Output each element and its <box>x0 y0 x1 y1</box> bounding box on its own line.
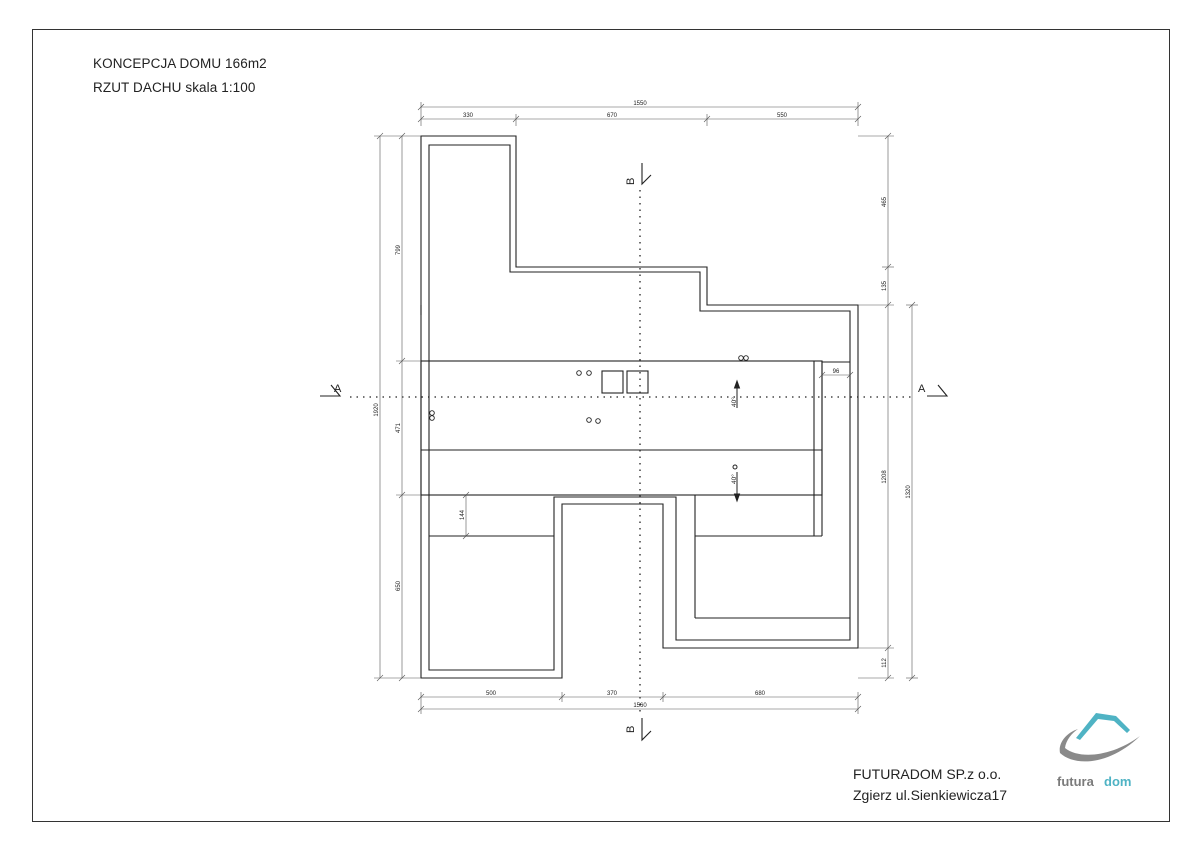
section-a-right-label: A <box>918 383 926 395</box>
section-lines <box>350 190 915 712</box>
section-b-top-marker <box>641 163 652 186</box>
dim-inner-eave: 96 <box>833 369 840 375</box>
dim-bottom-seg2: 370 <box>607 691 618 697</box>
dim-top-seg1: 330 <box>463 113 474 119</box>
slope-arrows <box>732 379 741 503</box>
dim-right-seg3: 1208 <box>882 470 888 484</box>
dim-left-total: 1920 <box>374 403 380 417</box>
sheet-frame <box>32 29 1170 822</box>
dim-bottom-seg3: 680 <box>755 691 766 697</box>
section-b-bottom-label: B <box>625 726 637 733</box>
dim-left-seg1: 799 <box>396 244 402 255</box>
drawing-subtitle: RZUT DACHU skala 1:100 <box>93 80 256 95</box>
dim-top-total: 1550 <box>633 101 647 107</box>
dim-right-total: 1320 <box>906 485 912 499</box>
dim-right-seg2: 135 <box>882 280 888 291</box>
section-a-left-label: A <box>334 383 342 395</box>
section-b-bottom-marker <box>641 718 652 742</box>
logo-roof-icon <box>1076 713 1130 740</box>
futuradom-logo: futura dom <box>1057 713 1140 789</box>
slope-upper-label: 40° <box>730 397 738 407</box>
section-a-left-marker <box>320 384 342 397</box>
dimension-labels: 1550 330 670 550 500 370 680 1560 96 192… <box>374 101 912 709</box>
dim-top-seg3: 550 <box>777 113 788 119</box>
roof-vents <box>429 355 749 424</box>
dim-bottom-seg1: 500 <box>486 691 497 697</box>
dim-right-seg1: 465 <box>882 196 888 207</box>
dim-left-seg2: 471 <box>396 422 402 433</box>
dimension-lines <box>374 102 918 714</box>
dim-right-seg4: 112 <box>882 658 888 668</box>
dim-top-seg2: 670 <box>607 113 618 119</box>
dim-inner-144: 144 <box>460 509 466 520</box>
logo-text-futura: futura <box>1057 774 1095 789</box>
roof-outline <box>420 135 859 679</box>
logo-text-dom: dom <box>1104 774 1131 789</box>
drawing-title: KONCEPCJA DOMU 166m2 <box>93 56 267 71</box>
slope-lower-label: 40° <box>730 474 738 484</box>
company-address: Zgierz ul.Sienkiewicza17 <box>853 787 1008 803</box>
section-a-right-marker <box>927 384 949 397</box>
logo-swoosh-icon <box>1059 729 1140 762</box>
section-markers <box>320 163 949 742</box>
dim-bottom-total: 1560 <box>633 703 647 709</box>
section-b-top-label: B <box>625 178 637 185</box>
company-name: FUTURADOM SP.z o.o. <box>853 766 1002 782</box>
dim-left-seg3: 650 <box>396 580 402 591</box>
